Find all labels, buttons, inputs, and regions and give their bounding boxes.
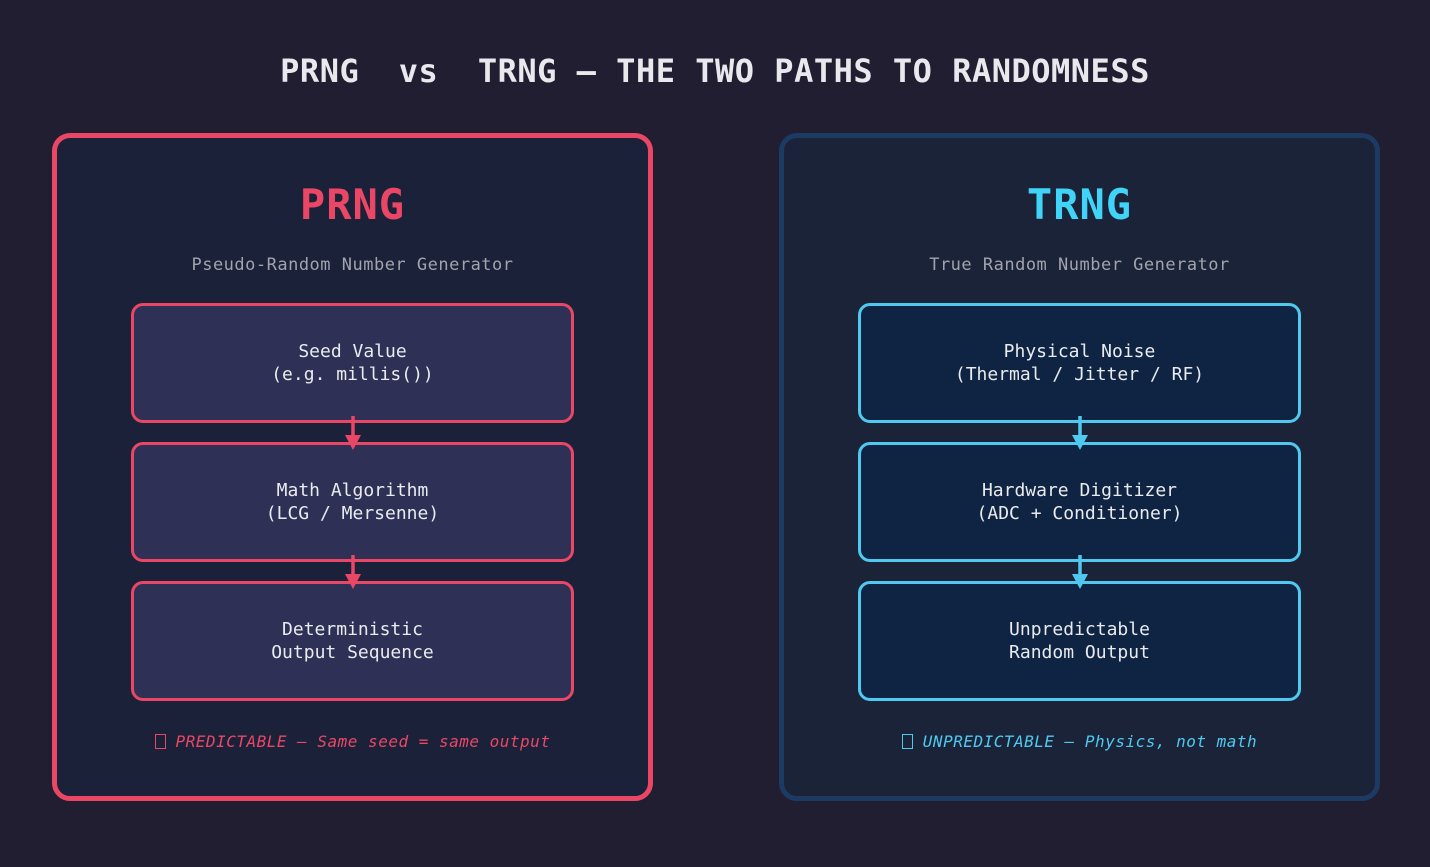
- trng-step-noise: Physical Noise (Thermal / Jitter / RF): [858, 303, 1301, 423]
- prng-step-algorithm: Math Algorithm (LCG / Mersenne): [131, 442, 574, 562]
- prng-footer-text: PREDICTABLE — Same seed = same output: [175, 732, 551, 751]
- trng-flowchart: Physical Noise (Thermal / Jitter / RF) H…: [784, 303, 1375, 701]
- step-line: Math Algorithm: [276, 480, 429, 501]
- step-line: Unpredictable: [1009, 619, 1150, 640]
- prng-footer: PREDICTABLE — Same seed = same output: [57, 731, 648, 752]
- page-title: PRNG vs TRNG — THE TWO PATHS TO RANDOMNE…: [280, 52, 1150, 90]
- down-arrow-icon: [1071, 416, 1088, 450]
- missing-glyph-icon: [154, 734, 166, 749]
- trng-step-output: Unpredictable Random Output: [858, 581, 1301, 701]
- step-line: (Thermal / Jitter / RF): [954, 364, 1205, 385]
- trng-panel: TRNG True Random Number Generator Physic…: [779, 133, 1380, 801]
- step-line: Hardware Digitizer: [981, 480, 1178, 501]
- flow-gap: [784, 555, 1375, 589]
- prng-step-output: Deterministic Output Sequence: [131, 581, 574, 701]
- prng-heading: PRNG: [299, 180, 406, 229]
- step-line: (e.g. millis()): [271, 364, 434, 385]
- down-arrow-icon: [1071, 555, 1088, 589]
- trng-footer: UNPREDICTABLE — Physics, not math: [784, 731, 1375, 752]
- trng-step-digitizer: Hardware Digitizer (ADC + Conditioner): [858, 442, 1301, 562]
- prng-panel: PRNG Pseudo-Random Number Generator Seed…: [52, 133, 653, 801]
- down-arrow-icon: [344, 416, 361, 450]
- prng-flowchart: Seed Value (e.g. millis()) Math Algorith…: [57, 303, 648, 701]
- flow-gap: [784, 416, 1375, 450]
- flow-gap: [57, 416, 648, 450]
- missing-glyph-icon: [901, 734, 913, 749]
- prng-subtitle: Pseudo-Random Number Generator: [191, 255, 514, 275]
- step-line: Seed Value: [298, 341, 407, 362]
- prng-step-seed: Seed Value (e.g. millis()): [131, 303, 574, 423]
- step-line: Output Sequence: [271, 642, 434, 663]
- step-line: Random Output: [1009, 642, 1150, 663]
- step-line: (LCG / Mersenne): [265, 503, 440, 524]
- step-line: Physical Noise: [1003, 341, 1156, 362]
- step-line: Deterministic: [282, 619, 423, 640]
- step-line: (ADC + Conditioner): [976, 503, 1183, 524]
- trng-footer-text: UNPREDICTABLE — Physics, not math: [922, 732, 1258, 751]
- flow-gap: [57, 555, 648, 589]
- trng-subtitle: True Random Number Generator: [929, 255, 1230, 275]
- down-arrow-icon: [344, 555, 361, 589]
- trng-heading: TRNG: [1026, 180, 1133, 229]
